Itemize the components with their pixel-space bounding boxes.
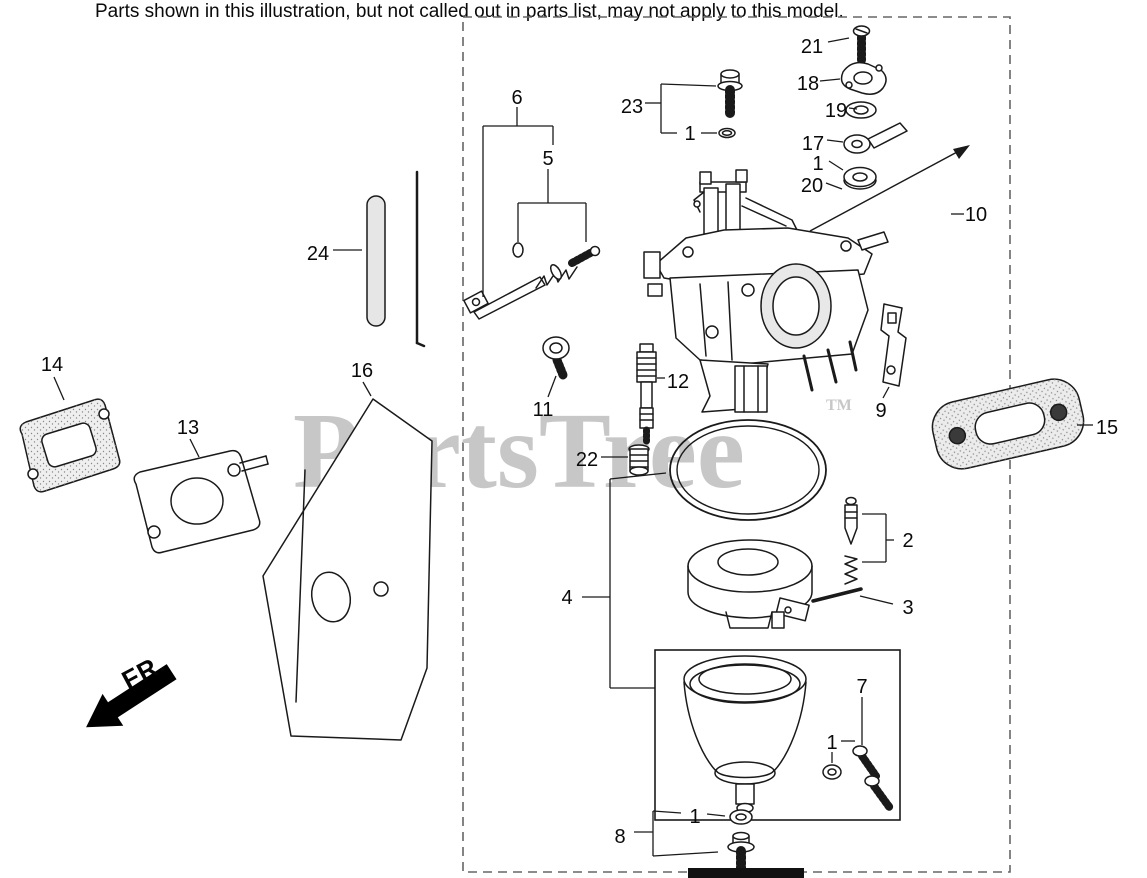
leader-line [362, 381, 372, 397]
part-8-drain-bolt [727, 831, 755, 873]
part-11-screw [542, 336, 570, 380]
callout-6: 6 [511, 87, 522, 109]
fr-direction-indicator: FR. [86, 648, 177, 728]
diagram-dashed-border [462, 16, 1011, 873]
callout-4: 4 [561, 587, 572, 609]
part-5-6-pilot-screw-assembly [463, 242, 601, 320]
disclaimer-note: Parts shown in this illustration, but no… [95, 1, 844, 22]
callout-14: 14 [41, 354, 63, 376]
callout-16: 16 [351, 360, 373, 382]
leader-line [826, 139, 844, 143]
part-14-gasket [19, 398, 121, 493]
leader-line [609, 472, 667, 480]
part-4-bowl-gasket [669, 419, 827, 521]
float-bowl [683, 655, 807, 814]
leader-line [827, 37, 850, 43]
part-1-washer-drain [729, 809, 753, 825]
callout-11: 11 [533, 399, 554, 421]
part-1-oring [718, 127, 736, 139]
callout-24: 24 [307, 243, 329, 265]
callout-22: 22 [576, 449, 598, 471]
callout-1: 1 [812, 153, 823, 175]
watermark-tm: TM [826, 397, 852, 414]
part-18-plate [840, 61, 887, 95]
leader-line [652, 851, 719, 857]
part-3-float-pin [811, 587, 863, 603]
part-23-bolt [717, 69, 743, 118]
callout-13: 13 [177, 417, 199, 439]
callout-19: 19 [825, 100, 847, 122]
callout-1: 1 [826, 732, 837, 754]
callout-17: 17 [802, 133, 824, 155]
leader-line [819, 78, 841, 82]
part-19-washer [845, 101, 877, 119]
part-9-bracket [880, 303, 907, 387]
leader-line [652, 810, 682, 814]
part-17-valve-lever [843, 122, 908, 154]
leader-line [848, 107, 858, 110]
horizontal-scrollbar-thumb[interactable] [688, 868, 804, 878]
callout-10: 10 [965, 204, 987, 226]
callout-9: 9 [875, 400, 886, 422]
part-7-screws [852, 745, 894, 812]
float [687, 539, 813, 629]
leader-line [660, 83, 717, 87]
callout-3: 3 [902, 597, 913, 619]
leader-line [882, 386, 890, 399]
callout-18: 18 [797, 73, 819, 95]
leader-line [547, 375, 557, 398]
carburetor-body [643, 169, 889, 413]
callout-5: 5 [542, 148, 553, 170]
part-24-tube [366, 170, 426, 348]
callout-20: 20 [801, 175, 823, 197]
part-20-bearing [843, 166, 877, 190]
leader-line [859, 595, 894, 605]
callout-1: 1 [689, 806, 700, 828]
part-13-plate [133, 449, 269, 554]
part-10-arrow [809, 145, 970, 232]
callout-12: 12 [667, 371, 689, 393]
fr-arrow-icon [86, 664, 177, 728]
callout-2: 2 [902, 530, 913, 552]
callout-21: 21 [801, 36, 823, 58]
leader-line [828, 160, 844, 171]
part-1-washer-bowl [822, 764, 842, 780]
callout-23: 23 [621, 96, 643, 118]
bowl-assembly-box [654, 649, 901, 821]
callout-7: 7 [856, 676, 867, 698]
part-2-float-valve [844, 496, 858, 585]
callout-1: 1 [684, 123, 695, 145]
part-16-heat-shield [262, 398, 433, 741]
leader-layer [53, 37, 1093, 857]
callout-15: 15 [1096, 417, 1118, 439]
part-15-insulator [931, 378, 1085, 470]
leader-line [825, 182, 843, 190]
part-21-screw [852, 25, 871, 65]
leader-line [189, 438, 200, 458]
callout-8: 8 [614, 826, 625, 848]
part-12-main-jet [636, 343, 657, 445]
leader-line [53, 376, 65, 401]
part-22-pilot-jet [628, 444, 650, 476]
leader-line [706, 813, 726, 817]
